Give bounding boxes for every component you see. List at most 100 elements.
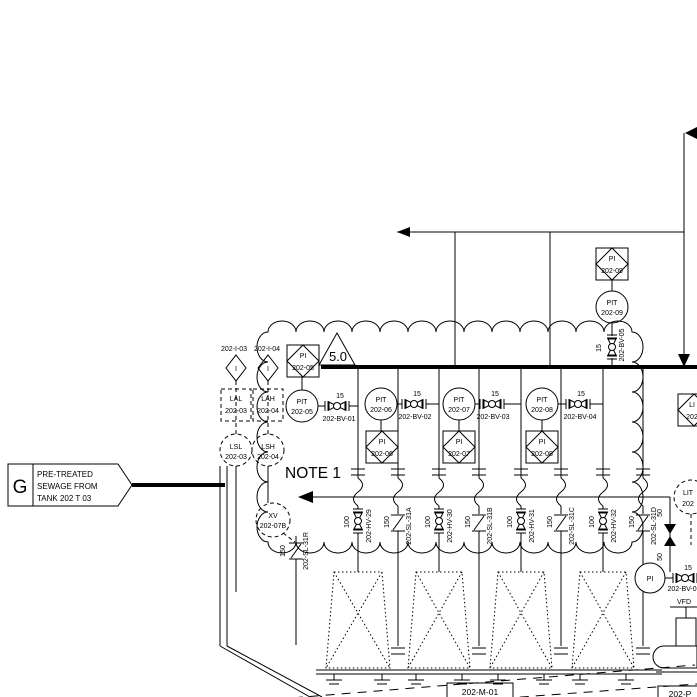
flag-outline — [7, 463, 133, 507]
top-lines — [397, 127, 697, 367]
pump-motor — [675, 617, 697, 647]
pump-2 — [407, 571, 471, 669]
level-instruments: 202-I-03 202-I-04 I I LAL 202-03 LAH 202… — [219, 346, 285, 592]
m01-label: 202-M-01 — [462, 687, 499, 697]
pi-206-tag: 202-06 — [371, 451, 393, 458]
pit-207-bubble — [442, 387, 476, 421]
hv31-tag: 202-HV-31 — [529, 509, 536, 543]
ball-valve-hv29 — [352, 508, 364, 534]
bv06-size: 15 — [684, 565, 692, 572]
pi-205-tag: 202-05 — [292, 365, 314, 372]
bv03-size: 15 — [491, 391, 499, 398]
check-valve — [664, 524, 676, 546]
vfd-pump-assembly: PI 15 202-BV-06 VFD — [634, 562, 697, 673]
lal-tag: 202-03 — [225, 408, 247, 415]
flag-line2: SEWAGE FROM — [37, 482, 98, 491]
sl31r-tag: 202-SL-31R — [303, 532, 310, 570]
li-tag: 202 — [686, 414, 697, 421]
xv-bubble — [255, 502, 291, 538]
sl31c-tag: 202-SL-31C — [569, 507, 576, 545]
xv-recirc-assembly: XV 202-07B 150 202-SL-31R — [255, 502, 310, 645]
note-1: NOTE 1 — [285, 465, 670, 503]
pit-207-assembly: PIT 202-07 15 202-BV-03 PI 202-07 — [442, 387, 521, 464]
pi-207-function: PI — [456, 439, 463, 446]
pit-207-tag: 202-07 — [448, 407, 470, 414]
tank-floor — [316, 669, 662, 685]
m01-label-box — [446, 682, 514, 697]
ball-valve-hv30 — [433, 508, 445, 534]
sl31a-tag: 202-SL-31A — [406, 507, 413, 545]
interlock-04-symbol: I — [267, 366, 269, 373]
sl31b-tag: 202-SL-31B — [487, 507, 494, 545]
sl31a-size: 150 — [384, 516, 391, 528]
p-label-box — [657, 685, 697, 697]
interlock-04-label: 202-I-04 — [254, 346, 280, 353]
flag-letter: G — [13, 477, 28, 498]
spec-break-triangle: 5.0 — [318, 331, 356, 366]
ball-valve-hv32 — [597, 508, 609, 534]
sl31b-size: 150 — [465, 516, 472, 528]
pi-206-function: PI — [379, 439, 386, 446]
pump-1 — [325, 571, 391, 669]
xv-tag: 202-07B — [260, 523, 287, 530]
pit-206-bubble — [364, 387, 398, 421]
lsl-tag: 202-03 — [225, 454, 247, 461]
riser-sl31c: 150 202-SL-31C — [547, 369, 576, 655]
pi-209-function: PI — [609, 256, 616, 263]
flag-line1: PRE-TREATED — [37, 470, 93, 479]
down-arrowhead — [678, 354, 690, 367]
lal-box — [220, 388, 252, 422]
sl31r-size: 150 — [280, 545, 287, 557]
pit-208-assembly: PIT 202-08 15 202-BV-04 PI 202-08 — [525, 387, 603, 464]
bv01-tag: 202-BV-01 — [322, 416, 355, 423]
left-arrowhead — [397, 227, 410, 237]
pit-205-bubble — [285, 389, 319, 423]
ball-valve-bv04 — [565, 398, 591, 410]
ball-valve-bv06 — [672, 572, 697, 584]
lit-function: LIT — [683, 490, 694, 497]
lsh-function: LSH — [261, 444, 275, 451]
lah-box — [252, 388, 284, 422]
pit-209-bubble — [595, 290, 629, 324]
source-flag: G PRE-TREATED SEWAGE FROM TANK 202 T 03 — [7, 463, 225, 507]
hv30-tag: 202-HV-30 — [447, 509, 454, 543]
incoming-arrowhead — [685, 127, 697, 139]
hv30-size: 100 — [425, 516, 432, 528]
riser-sl31b: 150 202-SL-31B — [465, 369, 494, 655]
hv31-size: 100 — [507, 516, 514, 528]
lal-function: LAL — [230, 396, 243, 403]
li-function: LI — [689, 402, 695, 409]
equipment-labels: 202-M-01 202-P — [446, 682, 697, 697]
pit-209-assembly: PI 202-09 PIT 202-09 15 202-BV-05 — [595, 247, 629, 365]
pit-205-tag: 202-05 — [291, 409, 313, 416]
spec-break-value: 5.0 — [329, 349, 347, 364]
riser-hv30: 100 202-HV-30 — [425, 369, 454, 572]
pit-206-function: PIT — [376, 397, 388, 404]
pi-205-display — [286, 344, 320, 378]
sl31d-size: 150 — [629, 516, 636, 528]
flag-line3: TANK 202 T 03 — [37, 494, 92, 503]
bv05-size: 15 — [596, 344, 603, 352]
li-display-partial: LI 202 — [677, 393, 697, 427]
vfd-label: VFD — [677, 599, 691, 606]
ball-valve-hv31 — [515, 508, 527, 534]
pi-208-tag: 202-08 — [531, 451, 553, 458]
pi-205-function: PI — [300, 353, 307, 360]
pi-207-tag: 202-07 — [448, 451, 470, 458]
riser-hv29: 100 202-HV-29 — [344, 369, 373, 572]
lit-assembly: LIT 202 — [673, 479, 697, 545]
bv02-tag: 202-BV-02 — [398, 414, 431, 421]
p-label: 202-P — [669, 689, 692, 697]
note-arrowhead — [298, 491, 313, 503]
sl31c-size: 150 — [547, 516, 554, 528]
riser-hv31: 100 202-HV-31 — [507, 369, 536, 572]
riser-sl31a: 150 202-SL-31A — [384, 369, 413, 655]
lit-tag: 202 — [682, 501, 694, 508]
check-line-size-bottom: 50 — [657, 553, 664, 561]
note-1-text: NOTE 1 — [285, 465, 341, 482]
check-line-size-top: 50 — [657, 509, 664, 517]
pump-boxes — [325, 571, 635, 669]
pi-209-tag: 202-09 — [601, 268, 623, 275]
